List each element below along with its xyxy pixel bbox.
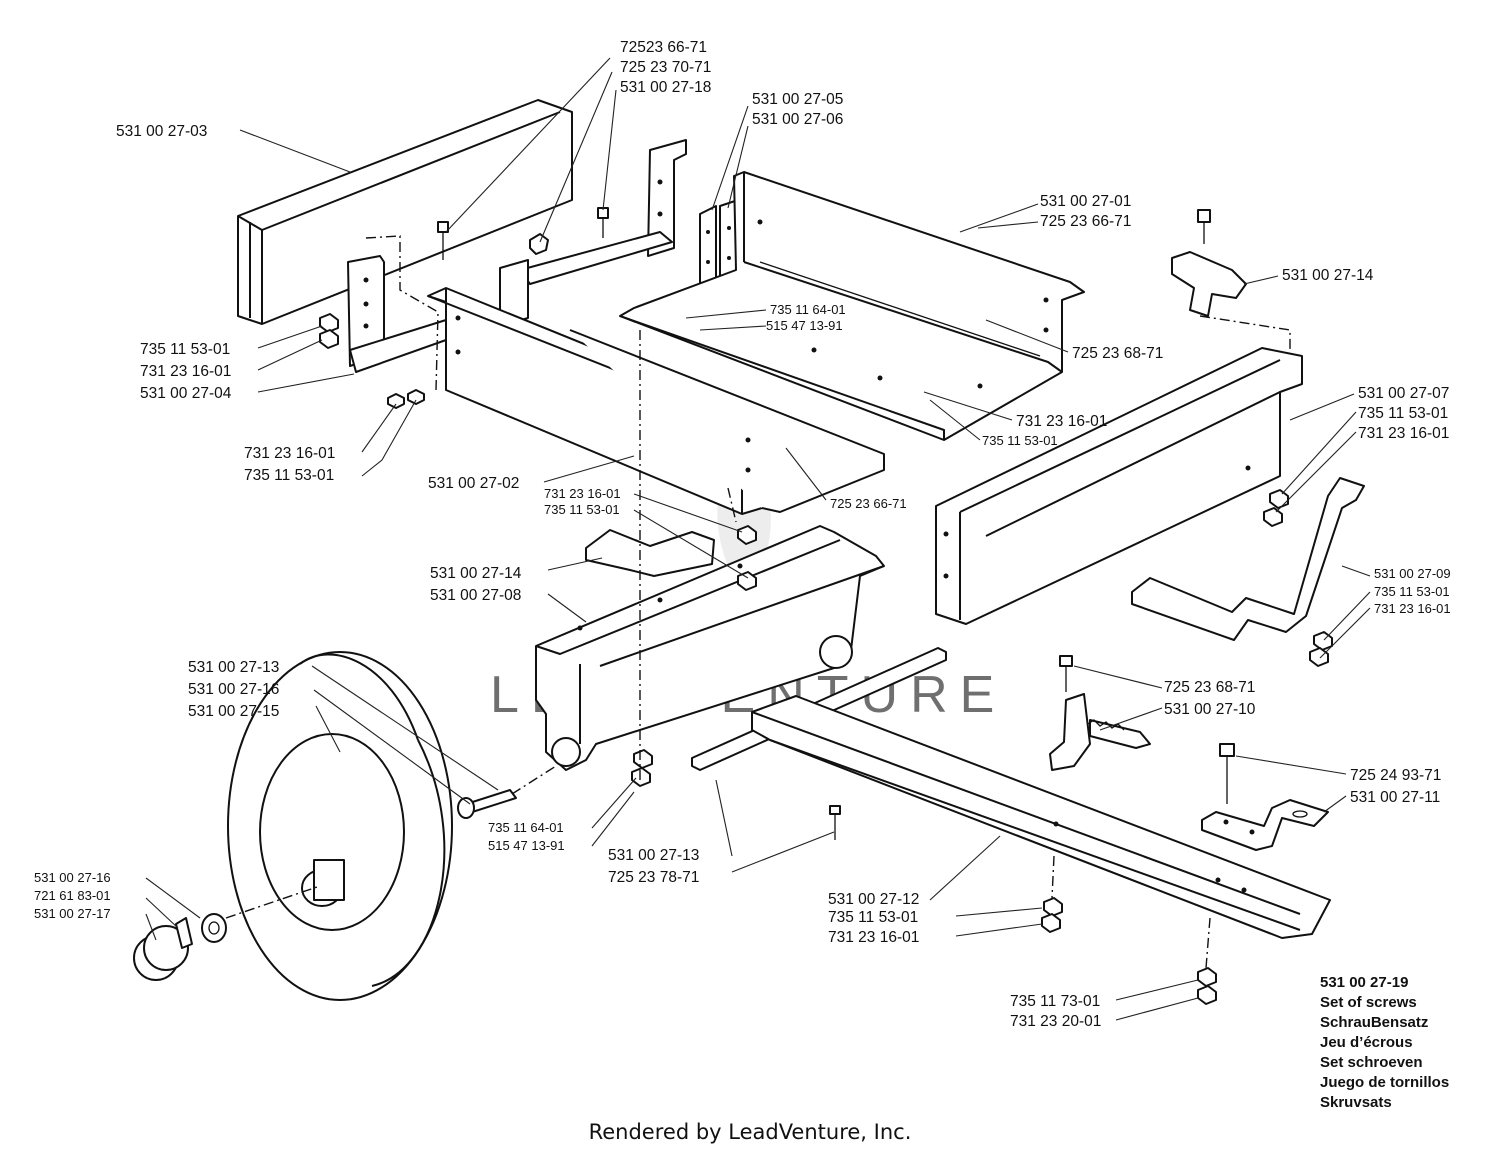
label-725-23-68-71-top: 725 23 68-71 — [1072, 345, 1163, 362]
label-515-47-13-91-bottom: 515 47 13-91 — [488, 838, 565, 853]
main-beam-part — [751, 695, 1331, 939]
label-531-00-27-02: 531 00 27-02 — [428, 475, 519, 492]
label-735-11-64-01-top: 735 11 64-01 — [770, 302, 846, 317]
label-735-11-53-01-beam: 735 11 53-01 — [828, 909, 918, 926]
label-725-23-70-71: 725 23 70-71 — [620, 59, 711, 76]
nut-part-right — [631, 489, 1333, 1005]
label-515-47-13-91-top: 515 47 13-91 — [766, 318, 843, 333]
part-labels: 72523 66-71 725 23 70-71 531 00 27-18 53… — [34, 39, 1451, 1030]
label-721-61-83-01: 721 61 83-01 — [34, 888, 111, 903]
nut-part — [319, 313, 425, 409]
label-531-00-27-13-axle: 531 00 27-13 — [608, 847, 699, 864]
label-725-23-68-71-latch: 725 23 68-71 — [1164, 679, 1255, 696]
label-531-00-27-12: 531 00 27-12 — [828, 891, 919, 908]
label-735-11-53-01-left2: 735 11 53-01 — [244, 467, 334, 484]
label-531-00-27-07: 531 00 27-07 — [1358, 385, 1449, 402]
label-531-00-27-15: 531 00 27-15 — [188, 703, 279, 720]
label-731-23-16-01-left: 731 23 16-01 — [140, 363, 231, 380]
floor-panel-part — [619, 171, 1085, 441]
label-72523-66-71: 72523 66-71 — [620, 39, 707, 56]
small-plate-part — [1201, 799, 1329, 851]
screw-set-line-2: SchrauBensatz — [1320, 1014, 1428, 1031]
center-bracket-part — [585, 529, 715, 577]
label-531-00-27-01: 531 00 27-01 — [1040, 193, 1131, 210]
left-side-panel-part — [427, 287, 885, 515]
spring-latch-part — [1049, 693, 1151, 771]
left-bracket-part — [347, 255, 447, 373]
label-531-00-27-09: 531 00 27-09 — [1374, 566, 1451, 581]
label-531-00-27-08: 531 00 27-08 — [430, 587, 521, 604]
footer-credit: Rendered by LeadVenture, Inc. — [588, 1120, 912, 1144]
right-side-panel-part — [935, 347, 1303, 625]
label-735-11-53-01-center: 735 11 53-01 — [544, 502, 620, 517]
label-731-23-16-01-beam: 731 23 16-01 — [828, 929, 919, 946]
label-735-11-53-01-right: 735 11 53-01 — [1358, 405, 1448, 422]
screw-set-line-4: Set schroeven — [1320, 1054, 1423, 1071]
label-731-23-16-01-right: 731 23 16-01 — [1358, 425, 1449, 442]
label-531-00-27-06: 531 00 27-06 — [752, 111, 843, 128]
label-531-00-27-13-wheel: 531 00 27-13 — [188, 659, 279, 676]
label-531-00-27-16-wheel: 531 00 27-16 — [188, 681, 279, 698]
right-axle-bracket-part — [1131, 477, 1365, 641]
bolt-part — [437, 207, 1235, 840]
label-731-23-16-01-center: 731 23 16-01 — [544, 486, 621, 501]
label-731-23-16-01-left2: 731 23 16-01 — [244, 445, 335, 462]
label-735-11-53-01-mid: 735 11 53-01 — [982, 433, 1058, 448]
screw-set-line-3: Jeu d’écrous — [1320, 1034, 1413, 1051]
leader-lines — [145, 57, 1371, 1021]
label-731-23-16-01-mid: 731 23 16-01 — [1016, 413, 1107, 430]
label-735-11-53-01-bracket: 735 11 53-01 — [1374, 584, 1450, 599]
label-725-24-93-71: 725 24 93-71 — [1350, 767, 1441, 784]
label-531-00-27-14-top: 531 00 27-14 — [1282, 267, 1374, 284]
label-735-11-53-01-left: 735 11 53-01 — [140, 341, 230, 358]
label-531-00-27-04: 531 00 27-04 — [140, 385, 232, 402]
label-531-00-27-17: 531 00 27-17 — [34, 906, 111, 921]
right-top-bracket-part — [1171, 251, 1247, 317]
screw-set-legend: 531 00 27-19 Set of screws SchrauBensatz… — [1320, 974, 1449, 1111]
label-531-00-27-10: 531 00 27-10 — [1164, 701, 1256, 718]
screw-set-number: 531 00 27-19 — [1320, 974, 1408, 991]
screw-set-line-6: Skruvsats — [1320, 1094, 1392, 1111]
label-725-23-78-71: 725 23 78-71 — [608, 869, 699, 886]
hubcap-part — [133, 789, 517, 981]
label-735-11-64-01-bottom: 735 11 64-01 — [488, 820, 564, 835]
screw-set-line-1: Set of screws — [1320, 994, 1417, 1011]
label-731-23-16-01-bracket: 731 23 16-01 — [1374, 601, 1451, 616]
label-531-00-27-05: 531 00 27-05 — [752, 91, 843, 108]
label-725-23-66-71-center: 725 23 66-71 — [830, 496, 907, 511]
label-531-00-27-03: 531 00 27-03 — [116, 123, 207, 140]
label-531-00-27-14-center: 531 00 27-14 — [430, 565, 522, 582]
label-531-00-27-11: 531 00 27-11 — [1350, 789, 1440, 806]
label-731-23-20-01: 731 23 20-01 — [1010, 1013, 1101, 1030]
label-531-00-27-18: 531 00 27-18 — [620, 79, 711, 96]
wheel-part — [227, 651, 453, 1001]
upright-bracket-part — [499, 139, 687, 327]
label-735-11-73-01: 735 11 73-01 — [1010, 993, 1100, 1010]
label-725-23-66-71-top: 725 23 66-71 — [1040, 213, 1131, 230]
screw-set-line-5: Juego de tornillos — [1320, 1074, 1449, 1091]
label-531-00-27-16-hub: 531 00 27-16 — [34, 870, 111, 885]
front-panel-part — [237, 99, 573, 325]
